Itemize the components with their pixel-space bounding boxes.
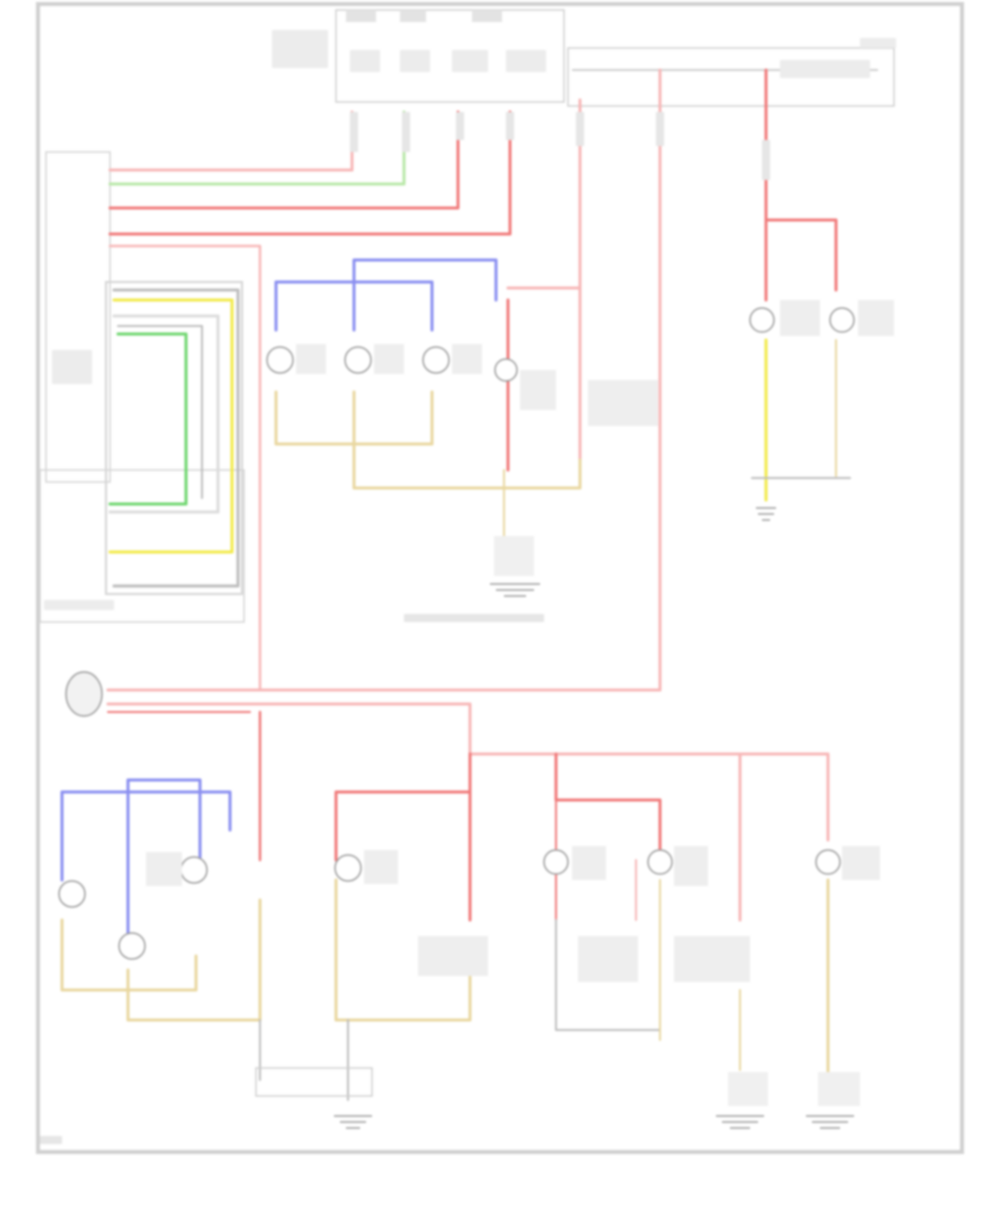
- ground-icon-1: [490, 536, 540, 597]
- ground-icon-2: [756, 507, 776, 521]
- lamp-icon-11: [543, 846, 606, 880]
- lamp-icon-8: [146, 852, 208, 886]
- lamp-icon-13: [815, 846, 880, 880]
- ground-icon-4: [716, 1072, 768, 1129]
- combination-switch: [39, 151, 245, 623]
- switch-icon-4: [674, 936, 750, 982]
- lamp-icon-2: [344, 344, 404, 374]
- fuse-block: [272, 9, 896, 107]
- grounds: [255, 507, 860, 1129]
- diagram-frame: [36, 2, 964, 1154]
- lamp-icon-12: [647, 846, 708, 886]
- components: [58, 300, 894, 982]
- lamp-icon-7: [58, 880, 86, 908]
- connector-icon-1: [65, 671, 103, 717]
- lamp-icon-9: [118, 932, 146, 960]
- switch-icon-2: [418, 936, 488, 976]
- lamp-icon-5: [749, 300, 820, 336]
- switch-icon-1: [588, 380, 658, 426]
- lamp-icon-4: [494, 358, 556, 410]
- ground-icon-3: [334, 1115, 372, 1129]
- lamp-icon-3: [422, 344, 482, 374]
- connector-labels: [40, 112, 770, 1144]
- ground-icon-5: [806, 1072, 860, 1129]
- lamp-icon-1: [266, 344, 326, 374]
- switch-icon-3: [578, 936, 638, 982]
- lamp-icon-6: [829, 300, 894, 336]
- lamp-icon-10: [334, 850, 398, 884]
